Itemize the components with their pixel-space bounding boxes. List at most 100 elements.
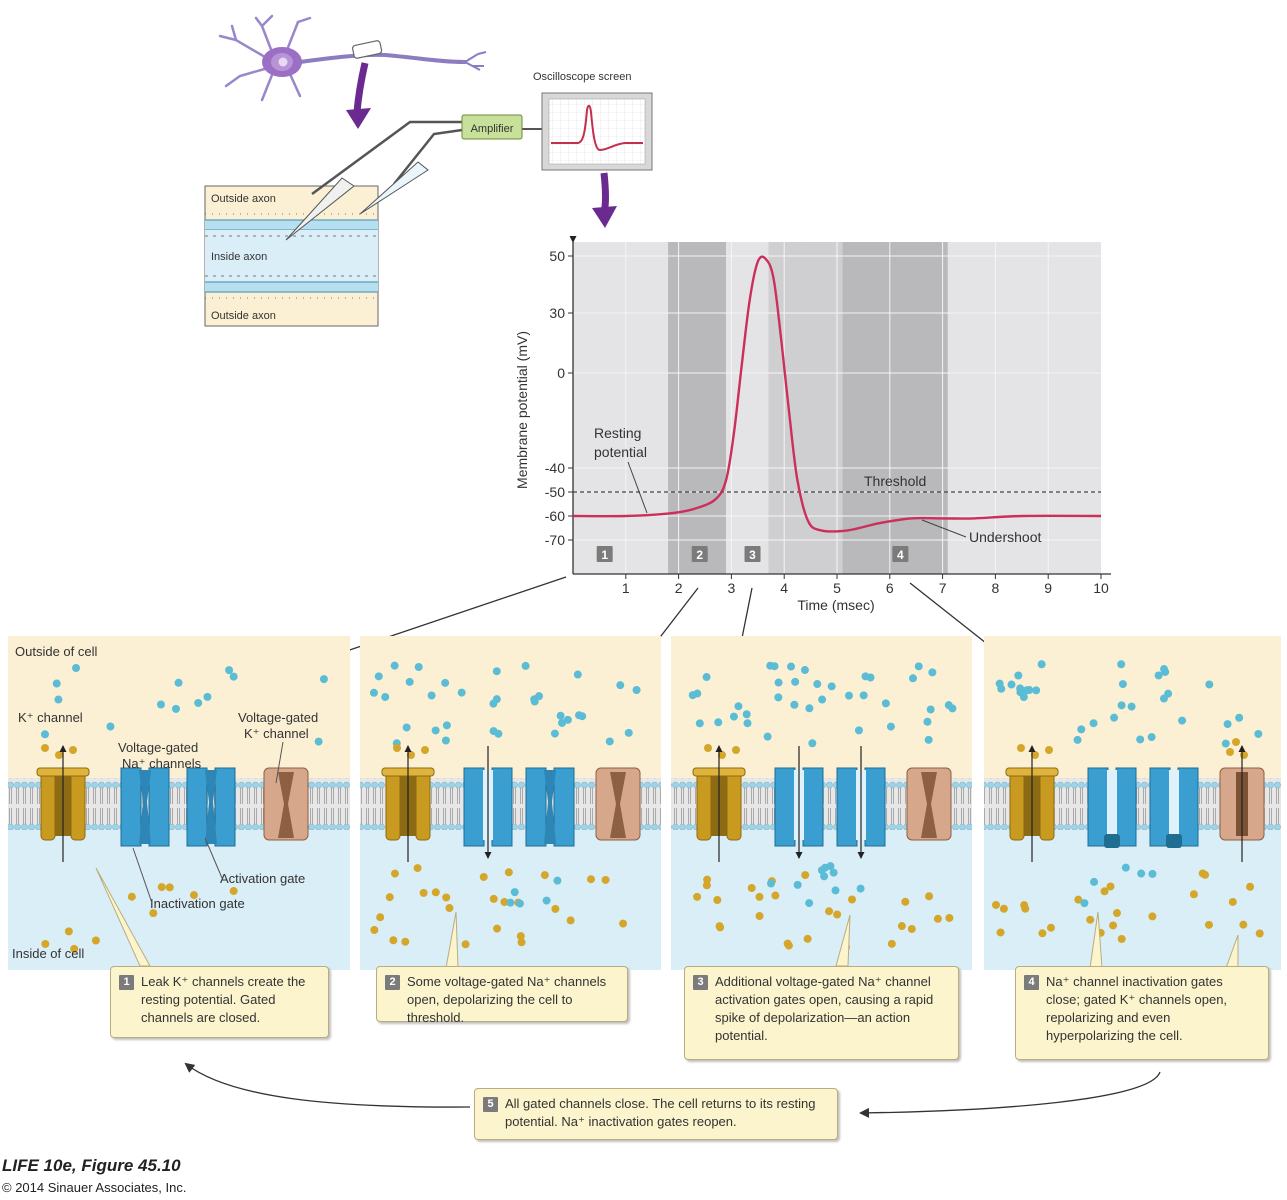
na-ion <box>557 718 566 727</box>
na-ion <box>829 868 838 877</box>
membrane-panel-4 <box>984 636 1281 970</box>
k-ion <box>1232 738 1240 746</box>
na-ion <box>914 662 923 671</box>
k-ion <box>41 744 49 752</box>
k-ion <box>1112 909 1121 918</box>
na-ion <box>194 698 203 707</box>
k-ion <box>801 871 810 880</box>
na-ion <box>374 672 383 681</box>
na-ion <box>818 695 827 704</box>
na-ion <box>813 680 822 689</box>
na-ion <box>553 876 562 885</box>
na-ion <box>1136 735 1145 744</box>
k-ion <box>1204 920 1213 929</box>
na-ion <box>1178 716 1187 725</box>
k-ion <box>925 892 934 901</box>
caption-3: 3 Additional voltage-gated Na⁺ channel a… <box>684 966 959 1060</box>
k-ion <box>703 875 712 884</box>
k-ion <box>1031 751 1039 759</box>
oscilloscope: Oscilloscope screen <box>533 71 653 228</box>
k-ion <box>1038 929 1047 938</box>
caption-5-text: All gated channels close. The cell retur… <box>505 1096 816 1129</box>
na-ion <box>729 712 738 721</box>
activation-gate-label: Activation gate <box>220 871 305 886</box>
na-ion <box>714 718 723 727</box>
na-ion <box>457 688 466 697</box>
k-ion <box>848 895 857 904</box>
voltage-gated-na-channel <box>1087 767 1137 848</box>
k-ion <box>1020 901 1029 910</box>
k-ion <box>887 939 896 948</box>
k-ion <box>390 869 399 878</box>
na-ion <box>1073 735 1082 744</box>
k-ion <box>1189 890 1198 899</box>
na-ion <box>1154 671 1163 680</box>
figure-credit-title: LIFE 10e, Figure 45.10 <box>2 1156 181 1175</box>
na-ion <box>695 719 704 728</box>
leak-k-channel <box>381 745 435 862</box>
voltage-gated-k-channel <box>1219 745 1265 862</box>
na-ion <box>702 673 711 682</box>
na-ion <box>492 695 501 704</box>
k-ion <box>1017 744 1025 752</box>
k-ion <box>619 919 628 928</box>
na-ion <box>515 899 524 908</box>
na-ion <box>856 884 865 893</box>
voltage-gated-na-channel <box>836 746 886 859</box>
vg-k-label-line2: K⁺ channel <box>244 726 309 741</box>
k-ion <box>833 910 842 919</box>
na-ion <box>791 677 800 686</box>
axon-cross-section: Outside axon Inside axon Outside axon <box>204 185 379 327</box>
na-ion <box>844 691 853 700</box>
na-ion <box>1127 702 1136 711</box>
na-ion <box>886 722 895 731</box>
y-tick-label: 50 <box>549 248 565 264</box>
na-ion <box>808 739 817 748</box>
k-ion <box>1117 934 1126 943</box>
k-ion <box>996 928 1005 937</box>
k-ion <box>718 751 726 759</box>
na-ion <box>414 662 423 671</box>
na-ion <box>805 704 814 713</box>
na-ion <box>1118 680 1127 689</box>
na-ion <box>106 722 115 731</box>
phase-band-1 <box>573 242 669 574</box>
na-ion <box>1221 739 1230 748</box>
k-ion <box>91 936 100 945</box>
x-tick-label: 3 <box>728 580 736 596</box>
na-ion <box>1205 680 1214 689</box>
membrane-panel-1 <box>8 636 350 970</box>
na-ion <box>54 695 63 704</box>
k-ion <box>771 891 780 900</box>
x-axis-label: Time (msec) <box>797 597 874 613</box>
na-ion <box>923 717 932 726</box>
na-ion <box>556 711 565 720</box>
vg-k-label-line1: Voltage-gated <box>238 710 318 725</box>
na-ion <box>820 872 829 881</box>
x-tick-label: 6 <box>886 580 894 596</box>
na-ion <box>1019 693 1028 702</box>
voltage-gated-na-channel <box>463 746 513 859</box>
k-ion <box>393 744 401 752</box>
k-ion <box>747 883 756 892</box>
k-ion <box>755 892 764 901</box>
na-ion <box>787 662 796 671</box>
k-ion <box>1106 882 1115 891</box>
resting-label-line2: potential <box>594 444 647 460</box>
na-ion <box>319 675 328 684</box>
electrodes <box>285 120 544 241</box>
phase-marker-3 <box>744 546 761 562</box>
na-ion <box>632 685 641 694</box>
na-ion <box>314 737 323 746</box>
panel1-labels: Outside of cell K⁺ channel Voltage-gated… <box>12 644 318 961</box>
x-tick-label: 10 <box>1093 580 1109 596</box>
k-ion <box>933 914 942 923</box>
y-tick-label: -60 <box>545 508 565 524</box>
y-tick-label: 0 <box>557 365 565 381</box>
voltage-gated-k-channel <box>595 767 641 841</box>
k-ion <box>479 872 488 881</box>
k-ion <box>127 892 136 901</box>
leak-k-channel <box>36 745 90 862</box>
